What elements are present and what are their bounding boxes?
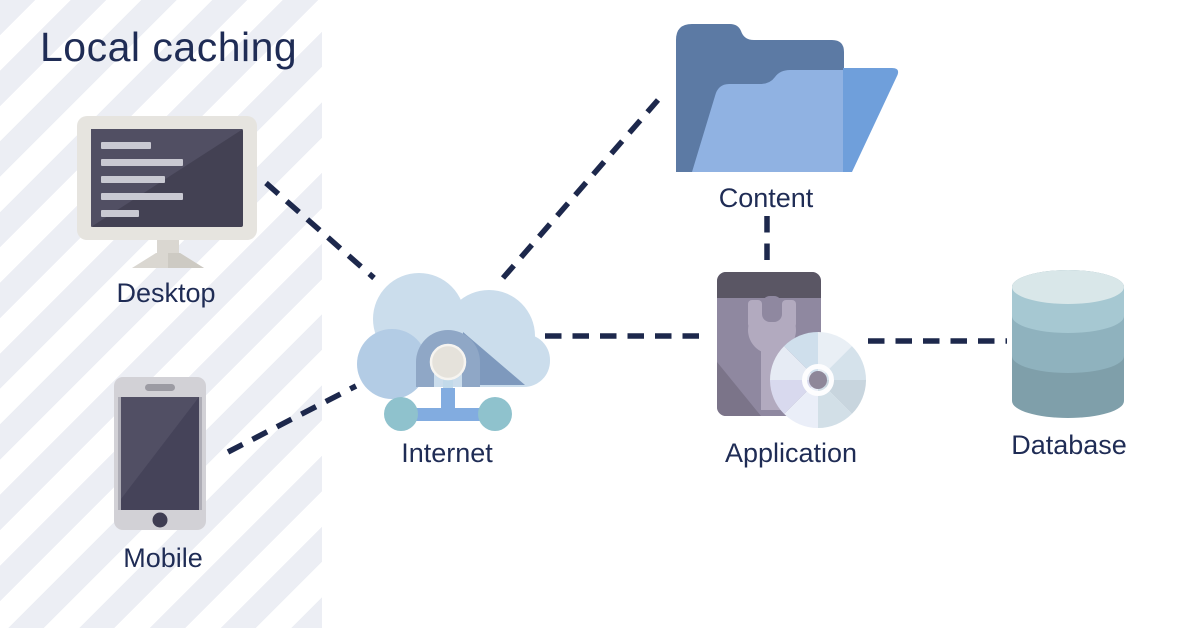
internet-label: Internet [401,438,493,468]
mobile-phone-icon [114,377,206,530]
mobile-label: Mobile [123,543,203,573]
desktop-label: Desktop [116,278,216,308]
database-label: Database [1011,430,1127,460]
open-folder-icon [676,24,899,172]
software-box-wrench-cd-icon [717,272,866,428]
desktop-monitor-icon [77,116,257,268]
content-label: Content [718,183,814,213]
local-caching-zone [0,0,322,628]
cloud-network-icon [357,273,550,431]
database-cylinder-icon [1012,270,1124,418]
cd-disc [770,332,866,428]
connector-internet-content [500,98,661,280]
application-label: Application [724,438,858,468]
diagram-title: Local caching [40,24,298,70]
